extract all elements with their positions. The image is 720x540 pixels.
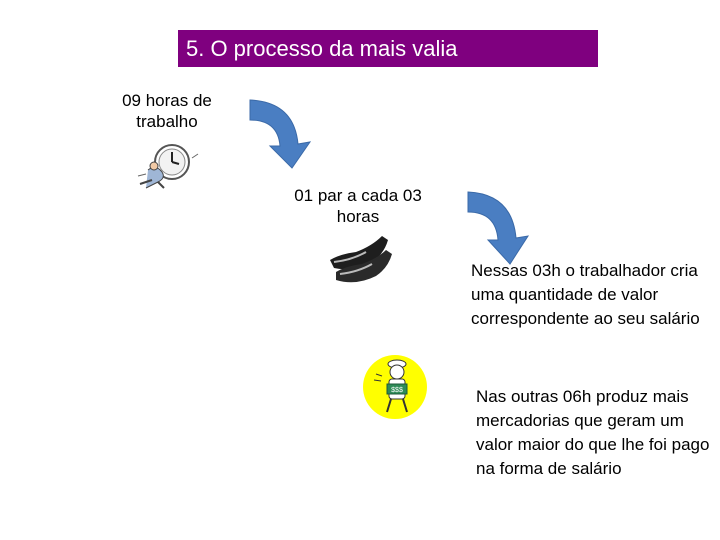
shoes-icon <box>330 236 392 283</box>
curved-arrow-icon <box>467 191 530 265</box>
clock-runner-icon <box>137 144 199 189</box>
hours-label: 09 horas de trabalho <box>122 91 212 131</box>
curved-arrow-icon <box>249 99 312 169</box>
slide-title: 5. O processo da mais valia <box>178 30 598 67</box>
pair-label: 01 par a cada 03 horas <box>294 186 422 226</box>
salary-text: Nessas 03h o trabalhador cria uma quanti… <box>471 261 700 328</box>
svg-text:$$$: $$$ <box>391 387 403 394</box>
surplus-text: Nas outras 06h produz mais mercadorias q… <box>476 387 710 478</box>
worker-money-icon: $$$ <box>363 355 427 419</box>
